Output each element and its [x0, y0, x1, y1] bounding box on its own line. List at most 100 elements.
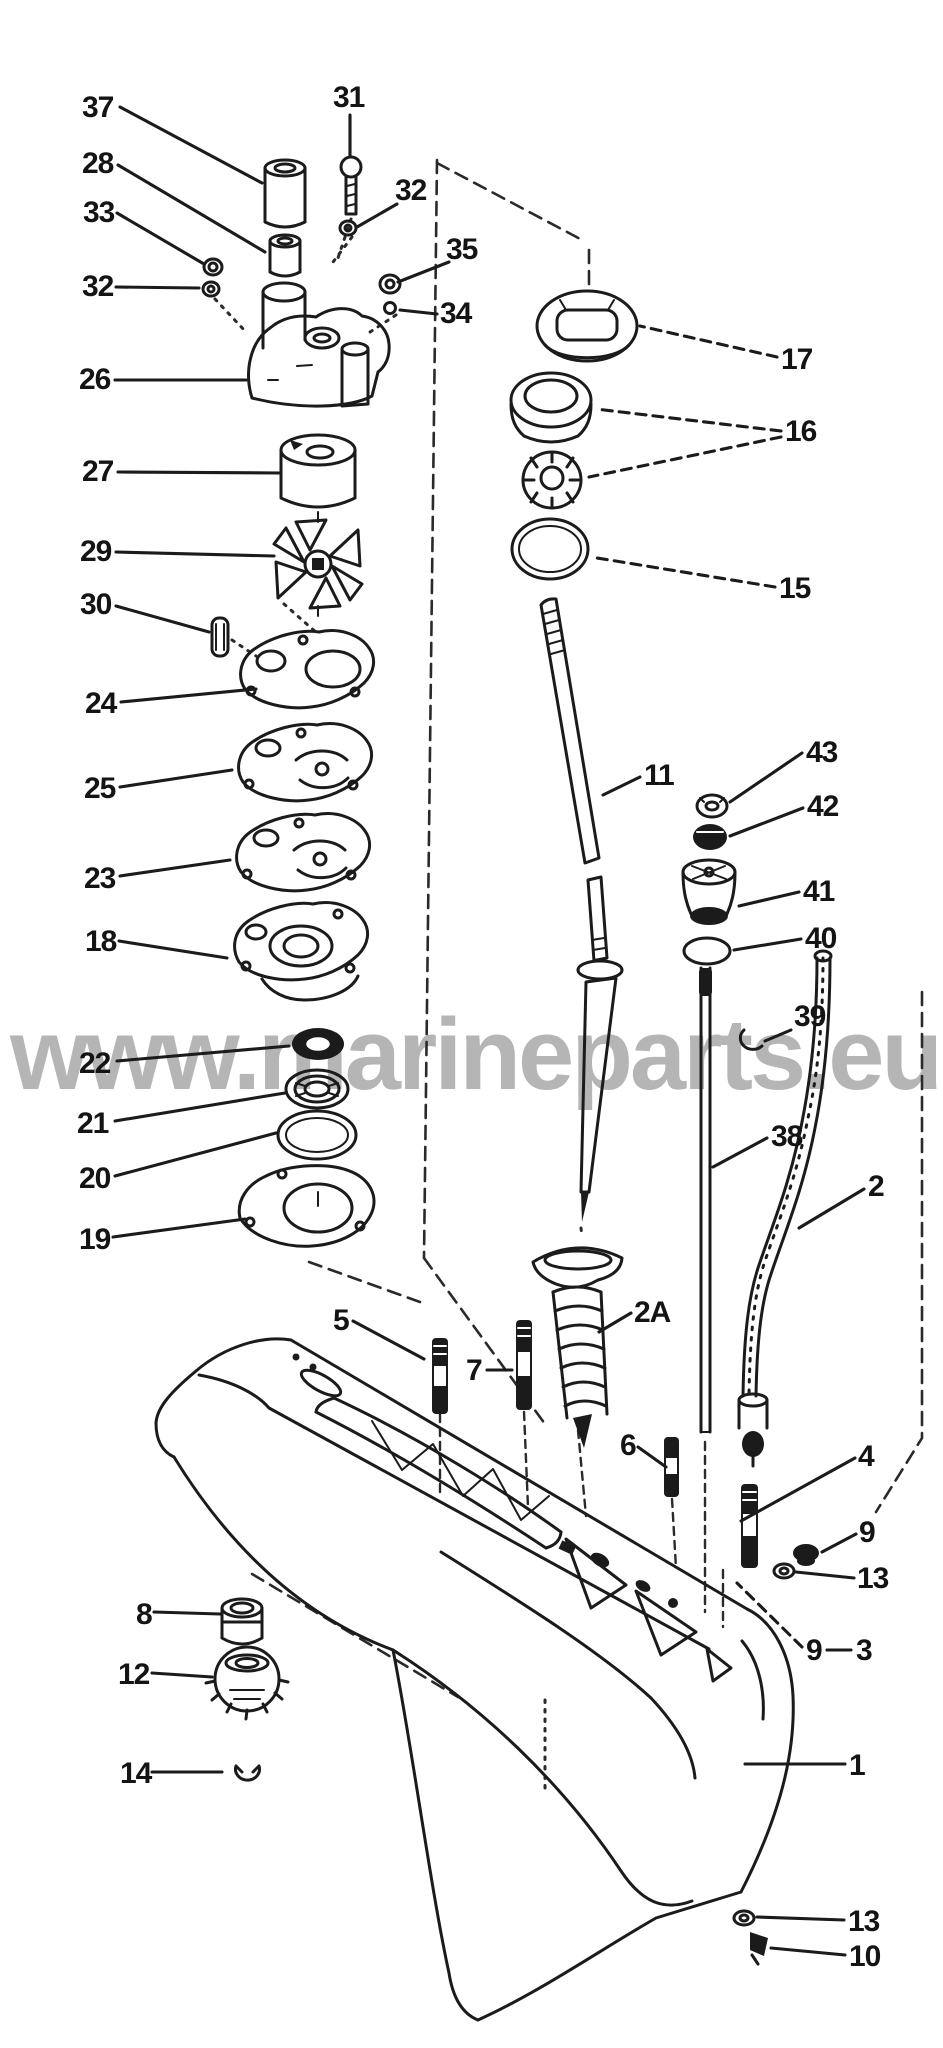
callout-18: 18 — [85, 925, 117, 958]
callout-15: 15 — [779, 572, 811, 605]
callout-35: 35 — [446, 233, 478, 266]
bolt31-dotted — [335, 217, 353, 263]
shaft-tip-dots — [579, 1226, 584, 1239]
callout-19: 19 — [79, 1223, 111, 1256]
right-axis-line — [874, 990, 924, 1514]
callout-12: 12 — [118, 1658, 150, 1691]
leader-27 — [116, 470, 283, 475]
part-35-washer — [378, 273, 402, 295]
callout-32-top: 32 — [395, 174, 427, 207]
leader-42 — [728, 806, 805, 838]
leader-23 — [118, 858, 232, 878]
part-11-driveshaft — [539, 597, 624, 1222]
part-26-water-pump-body — [247, 281, 391, 408]
part-39-clip — [738, 1028, 764, 1051]
part-7-stud — [516, 1320, 532, 1410]
leader-2a — [597, 1311, 633, 1334]
leader-4 — [739, 1456, 857, 1523]
watermark: www.marineparts.eu — [10, 999, 943, 1111]
leader-9-3 — [735, 1581, 804, 1649]
leader-41 — [737, 890, 801, 908]
callout-33: 33 — [83, 196, 115, 229]
part-43-washer — [695, 793, 729, 819]
leader-30 — [114, 604, 211, 634]
part-12-gear — [204, 1645, 290, 1721]
leader-34 — [398, 308, 439, 316]
leader-16 — [587, 407, 783, 479]
leader-15 — [589, 555, 777, 589]
washer32-dotted — [213, 297, 248, 334]
diagram-line-art — [154, 155, 833, 2022]
part-9-nut — [793, 1544, 819, 1566]
callout-31: 31 — [333, 81, 365, 114]
callout-17: 17 — [781, 343, 813, 376]
leader-22 — [115, 1044, 291, 1063]
callout-2: 2 — [868, 1170, 884, 1203]
callout-leader-lines — [111, 105, 866, 1957]
leader-2 — [797, 1187, 866, 1230]
part-1-gear-housing — [154, 1337, 795, 2022]
callout-24: 24 — [85, 687, 118, 720]
callout-38: 38 — [771, 1120, 803, 1153]
part-21-bearing — [284, 1068, 350, 1110]
callout-8: 8 — [136, 1598, 152, 1631]
key-dotted — [230, 638, 258, 658]
leader-13-right — [794, 1570, 856, 1580]
impeller-dotted — [282, 602, 320, 636]
callout-labels: 37 28 33 32 26 27 29 30 24 25 23 18 22 2… — [77, 81, 890, 1973]
callout-20: 20 — [79, 1162, 111, 1195]
plug-axis-line — [250, 1572, 460, 1699]
part-22-oil-seal — [292, 1028, 344, 1060]
washer32b-dotted — [328, 235, 354, 268]
part-29-impeller — [272, 511, 364, 617]
part-41-bearing-cup — [681, 858, 737, 925]
callout-9-inline: 9 — [806, 1634, 822, 1667]
leader-5 — [351, 1319, 426, 1361]
leader-29 — [114, 550, 276, 558]
part-16-roller-bearing — [521, 450, 583, 510]
left-axis-line — [422, 158, 439, 1260]
callout-37: 37 — [82, 91, 114, 124]
part-37-bushing — [263, 158, 307, 229]
callout-2a: 2A — [634, 1296, 671, 1329]
leader-13-bottom — [755, 1915, 846, 1922]
ring17-axis-line — [435, 161, 591, 293]
callout-39: 39 — [794, 1000, 826, 1033]
callout-9: 9 — [859, 1516, 875, 1549]
callout-3-inline: 3 — [856, 1634, 872, 1667]
callout-7: 7 — [466, 1354, 482, 1387]
leader-40 — [732, 937, 803, 952]
callout-27: 27 — [82, 455, 114, 488]
leader-6 — [636, 1445, 668, 1469]
part-20-o-ring — [276, 1109, 358, 1161]
callout-23: 23 — [84, 862, 116, 895]
callout-32-left: 32 — [82, 270, 114, 303]
callout-28: 28 — [82, 147, 114, 180]
leader-35 — [396, 260, 451, 284]
callout-42: 42 — [807, 790, 839, 823]
callout-5: 5 — [333, 1304, 349, 1337]
callout-41: 41 — [803, 875, 835, 908]
leader-20 — [113, 1131, 278, 1178]
callout-1: 1 — [849, 1749, 865, 1782]
callout-13-bottom: 13 — [848, 1905, 880, 1938]
part-34-washer — [383, 301, 397, 315]
leader-9 — [820, 1532, 858, 1554]
leader-19 — [111, 1217, 247, 1239]
part-28-bushing — [268, 233, 302, 278]
part-18-pump-base — [233, 901, 370, 1002]
part-42-nut — [693, 824, 727, 850]
part-25-face-plate — [237, 722, 374, 803]
callout-30: 30 — [80, 588, 112, 621]
part-10-screw — [750, 1932, 768, 1966]
part-2a-spring — [531, 1246, 624, 1448]
callout-6: 6 — [620, 1429, 636, 1462]
callout-34: 34 — [440, 297, 473, 330]
part-5-stud — [432, 1338, 448, 1414]
leader-28 — [116, 163, 267, 254]
leader-39 — [763, 1028, 793, 1043]
leader-33 — [115, 211, 206, 266]
part-31-bolt — [339, 155, 363, 216]
part-17-ring — [535, 289, 639, 363]
